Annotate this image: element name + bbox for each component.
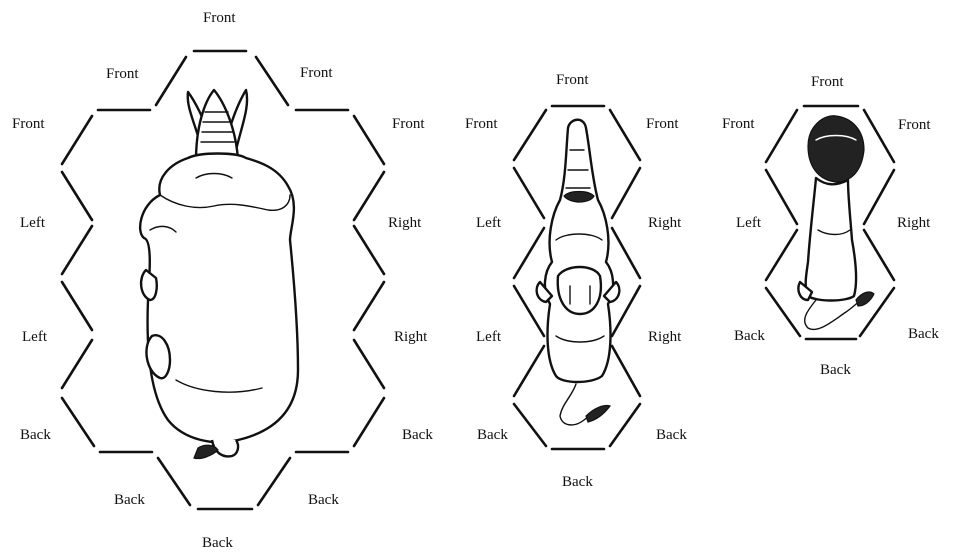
small-label-front-left: Front [722, 117, 755, 132]
medium-label-left-lower: Left [476, 330, 501, 345]
small-label-back-right: Back [908, 327, 939, 342]
large-label-front-side-left: Front [12, 117, 45, 132]
small-label-back-left: Back [734, 329, 765, 344]
large-label-right-lower: Right [394, 330, 427, 345]
small-animal-illustration [798, 116, 874, 330]
large-label-front-side-right: Front [392, 117, 425, 132]
large-label-back-side-left: Back [20, 428, 51, 443]
large-label-front-upper-left: Front [106, 67, 139, 82]
medium-animal-illustration [537, 120, 620, 425]
medium-label-right-lower: Right [648, 330, 681, 345]
large-label-right-upper: Right [388, 216, 421, 231]
medium-label-back-right: Back [656, 428, 687, 443]
small-label-front-right: Front [898, 118, 931, 133]
large-label-back-side-right: Back [402, 428, 433, 443]
large-label-left-upper: Left [20, 216, 45, 231]
medium-label-front-right: Front [646, 117, 679, 132]
large-label-left-lower: Left [22, 330, 47, 345]
small-label-back-bottom: Back [820, 363, 851, 378]
medium-label-right-upper: Right [648, 216, 681, 231]
large-label-front-upper-right: Front [300, 66, 333, 81]
medium-label-back-bottom: Back [562, 475, 593, 490]
medium-label-front-left: Front [465, 117, 498, 132]
large-label-back-bottom: Back [202, 536, 233, 551]
small-label-front-top: Front [811, 75, 844, 90]
medium-label-front-top: Front [556, 73, 589, 88]
medium-label-back-left: Back [477, 428, 508, 443]
small-label-left: Left [736, 216, 761, 231]
large-label-front-top: Front [203, 11, 236, 26]
small-label-right: Right [897, 216, 930, 231]
large-label-back-lower-left: Back [114, 493, 145, 508]
large-label-back-lower-right: Back [308, 493, 339, 508]
large-animal-illustration [140, 90, 298, 459]
medium-label-left-upper: Left [476, 216, 501, 231]
